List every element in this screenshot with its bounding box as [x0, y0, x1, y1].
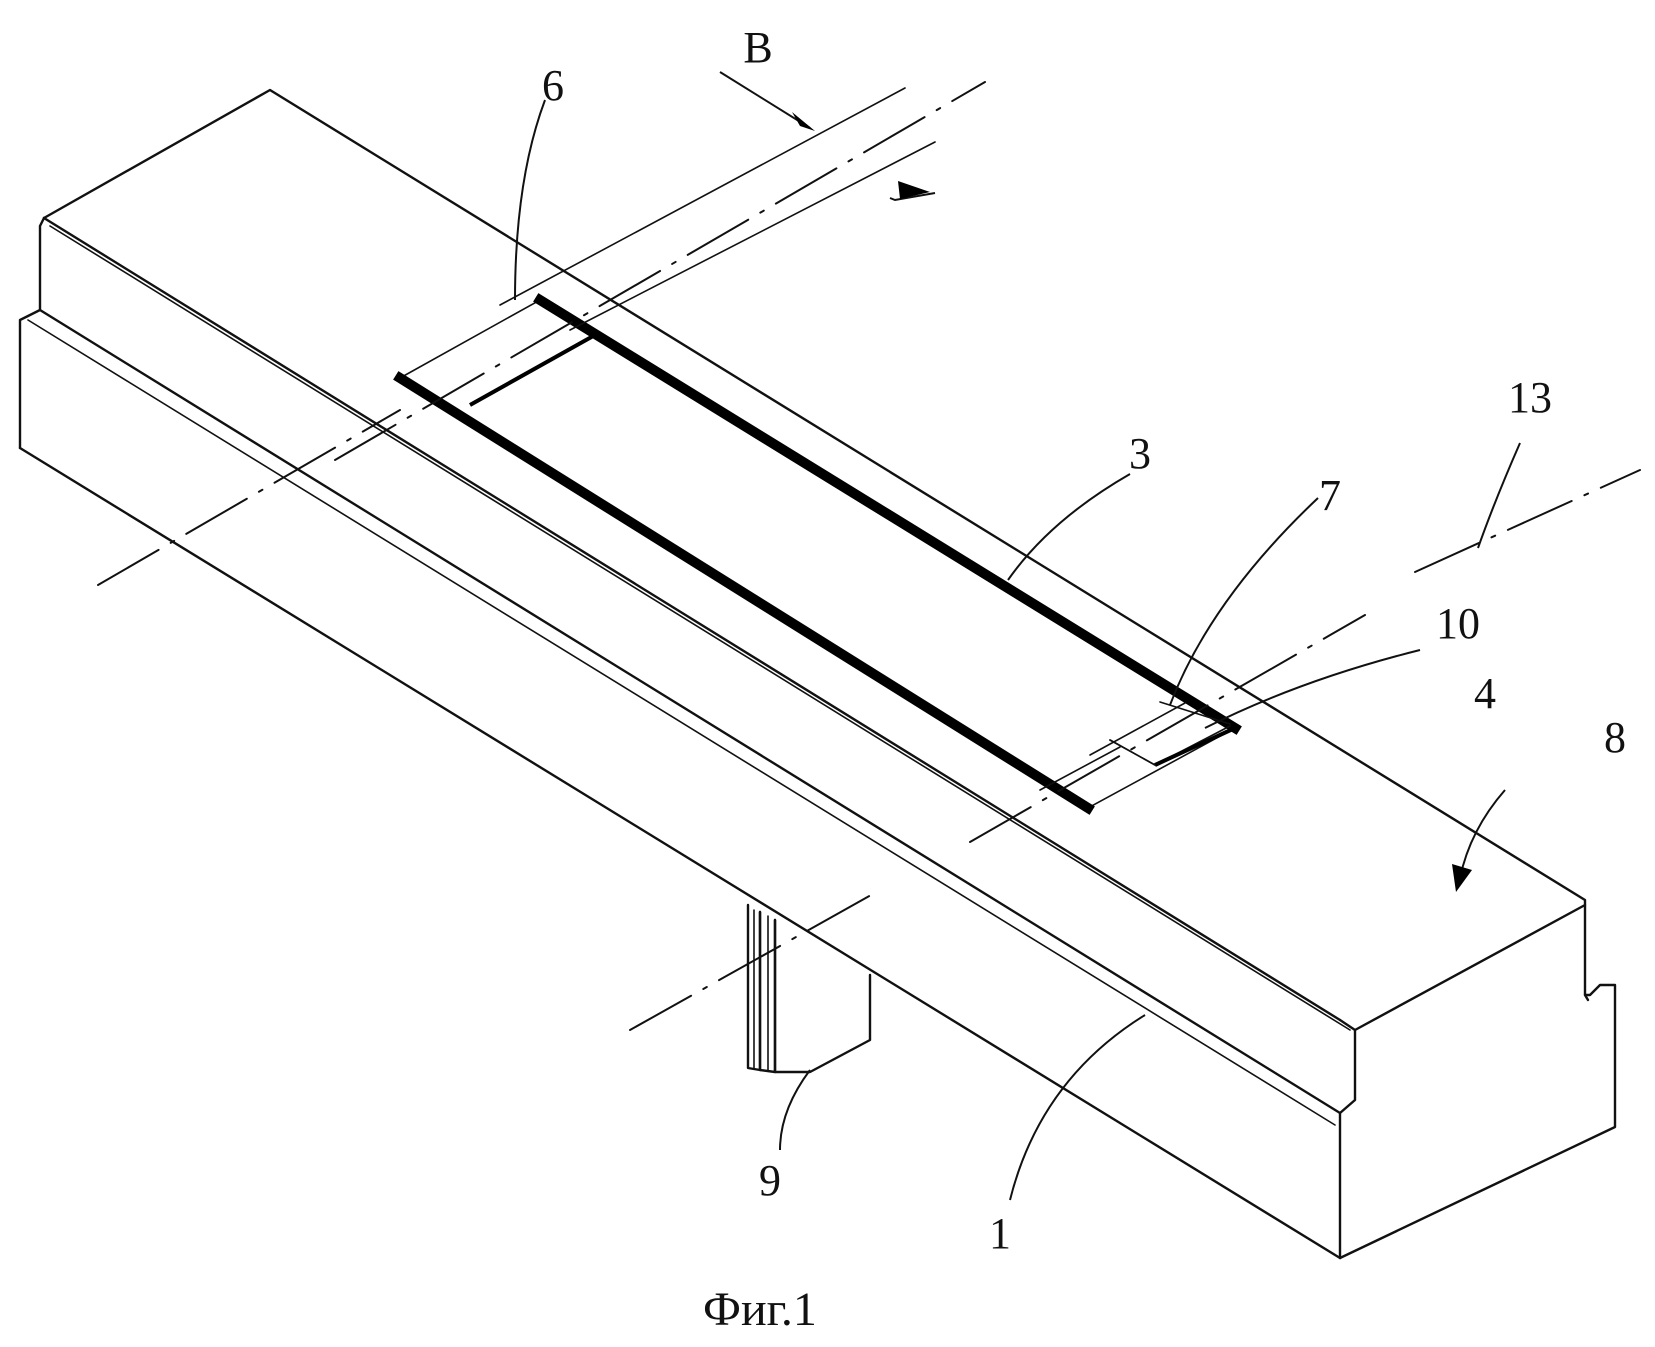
label-6: 6	[542, 61, 564, 110]
label-9: 9	[759, 1156, 781, 1205]
figure-caption: Фиг.1	[703, 1283, 817, 1336]
centre-lines	[98, 82, 1640, 1030]
dimension-b-arrows	[720, 72, 935, 200]
label-8: 8	[1604, 713, 1626, 762]
label-3: 3	[1129, 429, 1151, 478]
label-13: 13	[1508, 373, 1552, 422]
leader-lines	[515, 100, 1520, 1200]
label-4: 4	[1474, 669, 1496, 718]
label-7: 7	[1319, 471, 1341, 520]
label-1: 1	[989, 1209, 1011, 1258]
label-10: 10	[1436, 599, 1480, 648]
label-b: B	[743, 23, 772, 72]
beam-body	[20, 90, 1615, 1258]
strip-outline	[400, 300, 1235, 808]
